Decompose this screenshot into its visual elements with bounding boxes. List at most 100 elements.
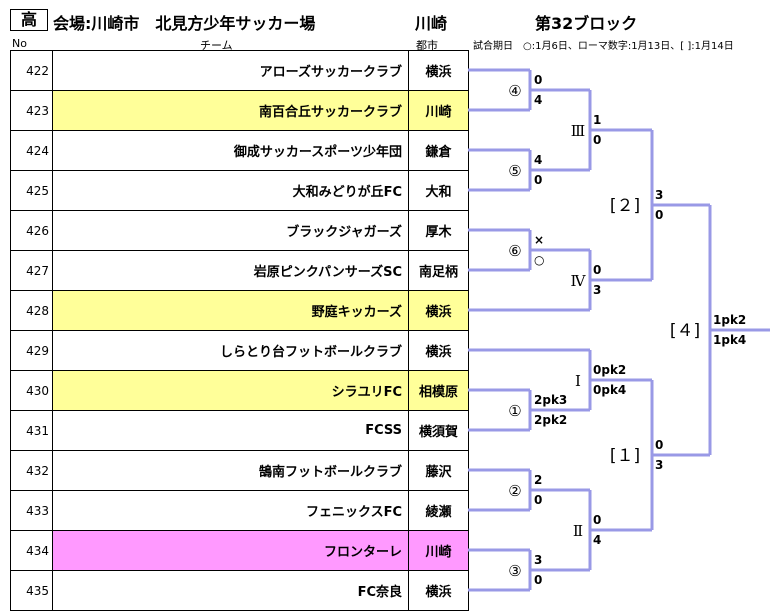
team-name: 鵠南フットボールクラブ [53,451,409,490]
team-number: 430 [11,371,53,410]
match-label: Ⅱ [573,522,583,540]
match-label: ③ [508,562,521,580]
score-top: 0 [534,73,542,87]
match-label: [４] [670,321,700,341]
score-bottom: 2pk2 [534,413,567,427]
team-number: 422 [11,51,53,90]
score-top: 3 [534,553,542,567]
team-city: 南足柄 [409,251,469,290]
score-bottom: ○ [534,253,544,267]
team-name: 大和みどりが丘FC [53,171,409,210]
score-bottom: 4 [534,93,542,107]
match-label: Ⅲ [571,122,585,140]
team-number: 423 [11,91,53,130]
team-city: 川崎 [409,531,469,570]
score-bottom: 0pk4 [593,383,626,397]
match-label: ④ [508,82,521,100]
score-bottom: 3 [593,283,601,297]
venue-city: 川崎 [415,14,448,33]
score-top: 2pk3 [534,393,567,407]
score-top: × [534,233,544,247]
match-label: ① [508,402,521,420]
team-city: 川崎 [409,91,469,130]
team-name: フロンターレ [53,531,409,570]
schedule-note: 試合期日 ○:1月6日、ローマ数字:1月13日、[ ]:1月14日 [473,41,734,52]
column-header-no: No [12,37,27,50]
team-number: 425 [11,171,53,210]
score-top: 1pk2 [713,313,746,327]
score-bottom: 0 [534,573,542,587]
team-name: 岩原ピンクパンサーズSC [53,251,409,290]
score-top: 3 [655,188,663,202]
score-top: 2 [534,473,542,487]
block-title: 第32ブロック [535,14,638,33]
team-name: FC奈良 [53,571,409,610]
score-bottom: 0 [593,133,601,147]
score-top: 0pk2 [593,363,626,377]
score-top: 4 [534,153,542,167]
match-label: [１] [610,446,640,466]
team-number: 431 [11,411,53,450]
team-city: 鎌倉 [409,131,469,170]
team-name: シラユリFC [53,371,409,410]
team-city: 横浜 [409,291,469,330]
score-top: 0 [593,513,601,527]
team-number: 432 [11,451,53,490]
match-label: Ⅰ [575,372,581,390]
team-number: 426 [11,211,53,250]
team-number: 424 [11,131,53,170]
team-city: 横浜 [409,571,469,610]
team-city: 厚木 [409,211,469,250]
match-label: Ⅳ [571,272,587,290]
team-name: アローズサッカークラブ [53,51,409,90]
venue-title: 会場:川崎市 北見方少年サッカー場 [53,14,316,33]
match-label: ② [508,482,521,500]
team-name: ブラックジャガーズ [53,211,409,250]
column-header-team: チーム [200,39,233,52]
score-top: 1 [593,113,601,127]
score-bottom: 1pk4 [713,333,746,347]
team-number: 433 [11,491,53,530]
team-number: 427 [11,251,53,290]
match-label: ⑥ [508,242,521,260]
score-bottom: 0 [534,173,542,187]
column-header-city: 都市 [416,39,438,52]
score-top: 0 [655,438,663,452]
score-bottom: 0 [534,493,542,507]
match-label: ⑤ [508,162,521,180]
score-bottom: 3 [655,458,663,472]
team-number: 434 [11,531,53,570]
team-city: 横須賀 [409,411,469,450]
grade-badge: 高 [10,9,48,31]
team-number: 428 [11,291,53,330]
team-city: 大和 [409,171,469,210]
score-top: 0 [593,263,601,277]
team-name: 南百合丘サッカークラブ [53,91,409,130]
team-number: 429 [11,331,53,370]
team-number: 435 [11,571,53,610]
team-name: FCSS [53,411,409,450]
team-city: 綾瀬 [409,491,469,530]
match-label: [２] [610,196,640,216]
score-bottom: 4 [593,533,601,547]
score-bottom: 0 [655,208,663,222]
team-name: フェニックスFC [53,491,409,530]
team-name: 御成サッカースポーツ少年団 [53,131,409,170]
team-name: 野庭キッカーズ [53,291,409,330]
team-name: しらとり台フットボールクラブ [53,331,409,370]
